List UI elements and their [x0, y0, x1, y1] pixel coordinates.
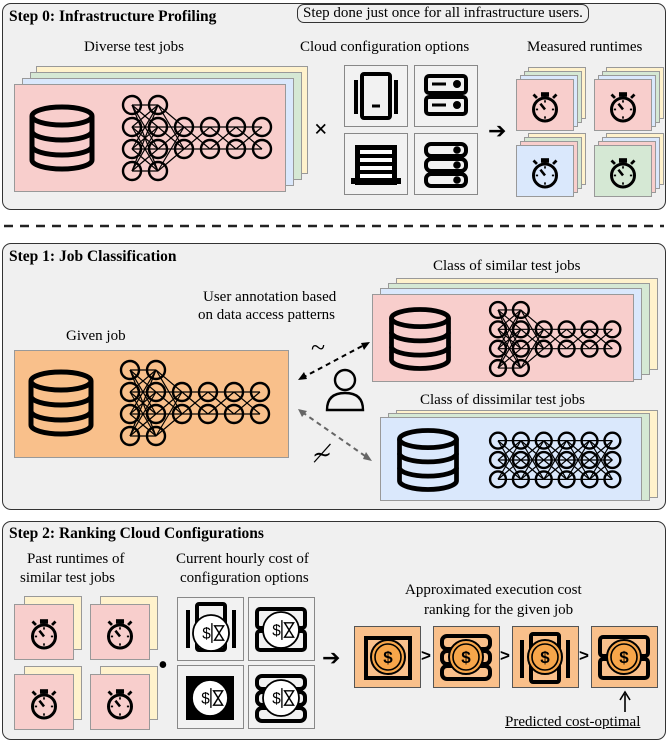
- ranked-config-1: [354, 626, 421, 688]
- ranking-label-2: ranking for the given job: [424, 602, 574, 618]
- hourly-cost-label-1: Current hourly cost of: [176, 551, 309, 567]
- config-tile-rack: [414, 65, 478, 127]
- arrow-to-ranking: ➔: [322, 645, 341, 670]
- cost-tile: [177, 665, 244, 729]
- runtime-card: [516, 79, 574, 131]
- past-runtimes-label-1: Past runtimes of: [27, 551, 125, 567]
- job-card-front: [14, 84, 286, 192]
- past-runtime-card: [90, 604, 150, 660]
- past-runtimes-label-2: similar test jobs: [20, 570, 115, 586]
- similar-symbol: ~: [311, 333, 326, 362]
- step0-title: Step 0: Infrastructure Profiling: [9, 8, 217, 25]
- annotation-label-2: on data access patterns: [198, 307, 336, 323]
- config-tile-storage: [414, 133, 478, 195]
- config-tile-blade: [344, 133, 408, 195]
- past-runtime-card: [90, 674, 150, 730]
- step1-title: Step 1: Job Classification: [9, 248, 177, 265]
- gt-symbol: >: [421, 646, 431, 665]
- predicted-cost-optimal-label: Predicted cost-optimal: [505, 714, 641, 730]
- runtime-card: [516, 145, 574, 197]
- cost-tile: [177, 597, 244, 661]
- given-job-card: [14, 350, 289, 458]
- similar-label: Class of similar test jobs: [433, 258, 581, 274]
- configs-label: Cloud configuration options: [300, 39, 470, 55]
- runtime-card: [594, 79, 652, 131]
- ranking-label-1: Approximated execution cost: [405, 582, 582, 598]
- dissimilar-card-front: [380, 417, 642, 501]
- annotation-label-1: User annotation based: [203, 289, 337, 305]
- ranked-config-4: [591, 626, 658, 688]
- cost-tile: [248, 665, 315, 729]
- similar-card-front: [372, 294, 634, 382]
- ranked-config-3: [512, 626, 579, 688]
- arrow-to-runtimes: ➔: [488, 118, 507, 143]
- step0-note: Step done just once for all infrastructu…: [297, 4, 589, 23]
- jobs-label: Diverse test jobs: [84, 39, 184, 55]
- dissimilar-label: Class of dissimilar test jobs: [420, 392, 585, 408]
- past-runtime-card: [14, 604, 74, 660]
- past-runtime-card: [14, 674, 74, 730]
- ranked-config-2: [433, 626, 500, 688]
- dot-symbol: •: [158, 650, 168, 681]
- hourly-cost-label-2: configuration options: [180, 570, 309, 586]
- gt-symbol: >: [500, 646, 510, 665]
- gt-symbol: >: [579, 646, 589, 665]
- dissimilar-symbol: ≁: [312, 442, 333, 468]
- step2-title: Step 2: Ranking Cloud Configurations: [9, 525, 264, 542]
- times-symbol: ×: [314, 117, 328, 143]
- given-job-label: Given job: [66, 328, 126, 344]
- runtimes-label: Measured runtimes: [527, 39, 643, 55]
- runtime-card: [594, 145, 652, 197]
- config-tile-tower: [344, 65, 408, 127]
- cost-tile: [248, 597, 315, 661]
